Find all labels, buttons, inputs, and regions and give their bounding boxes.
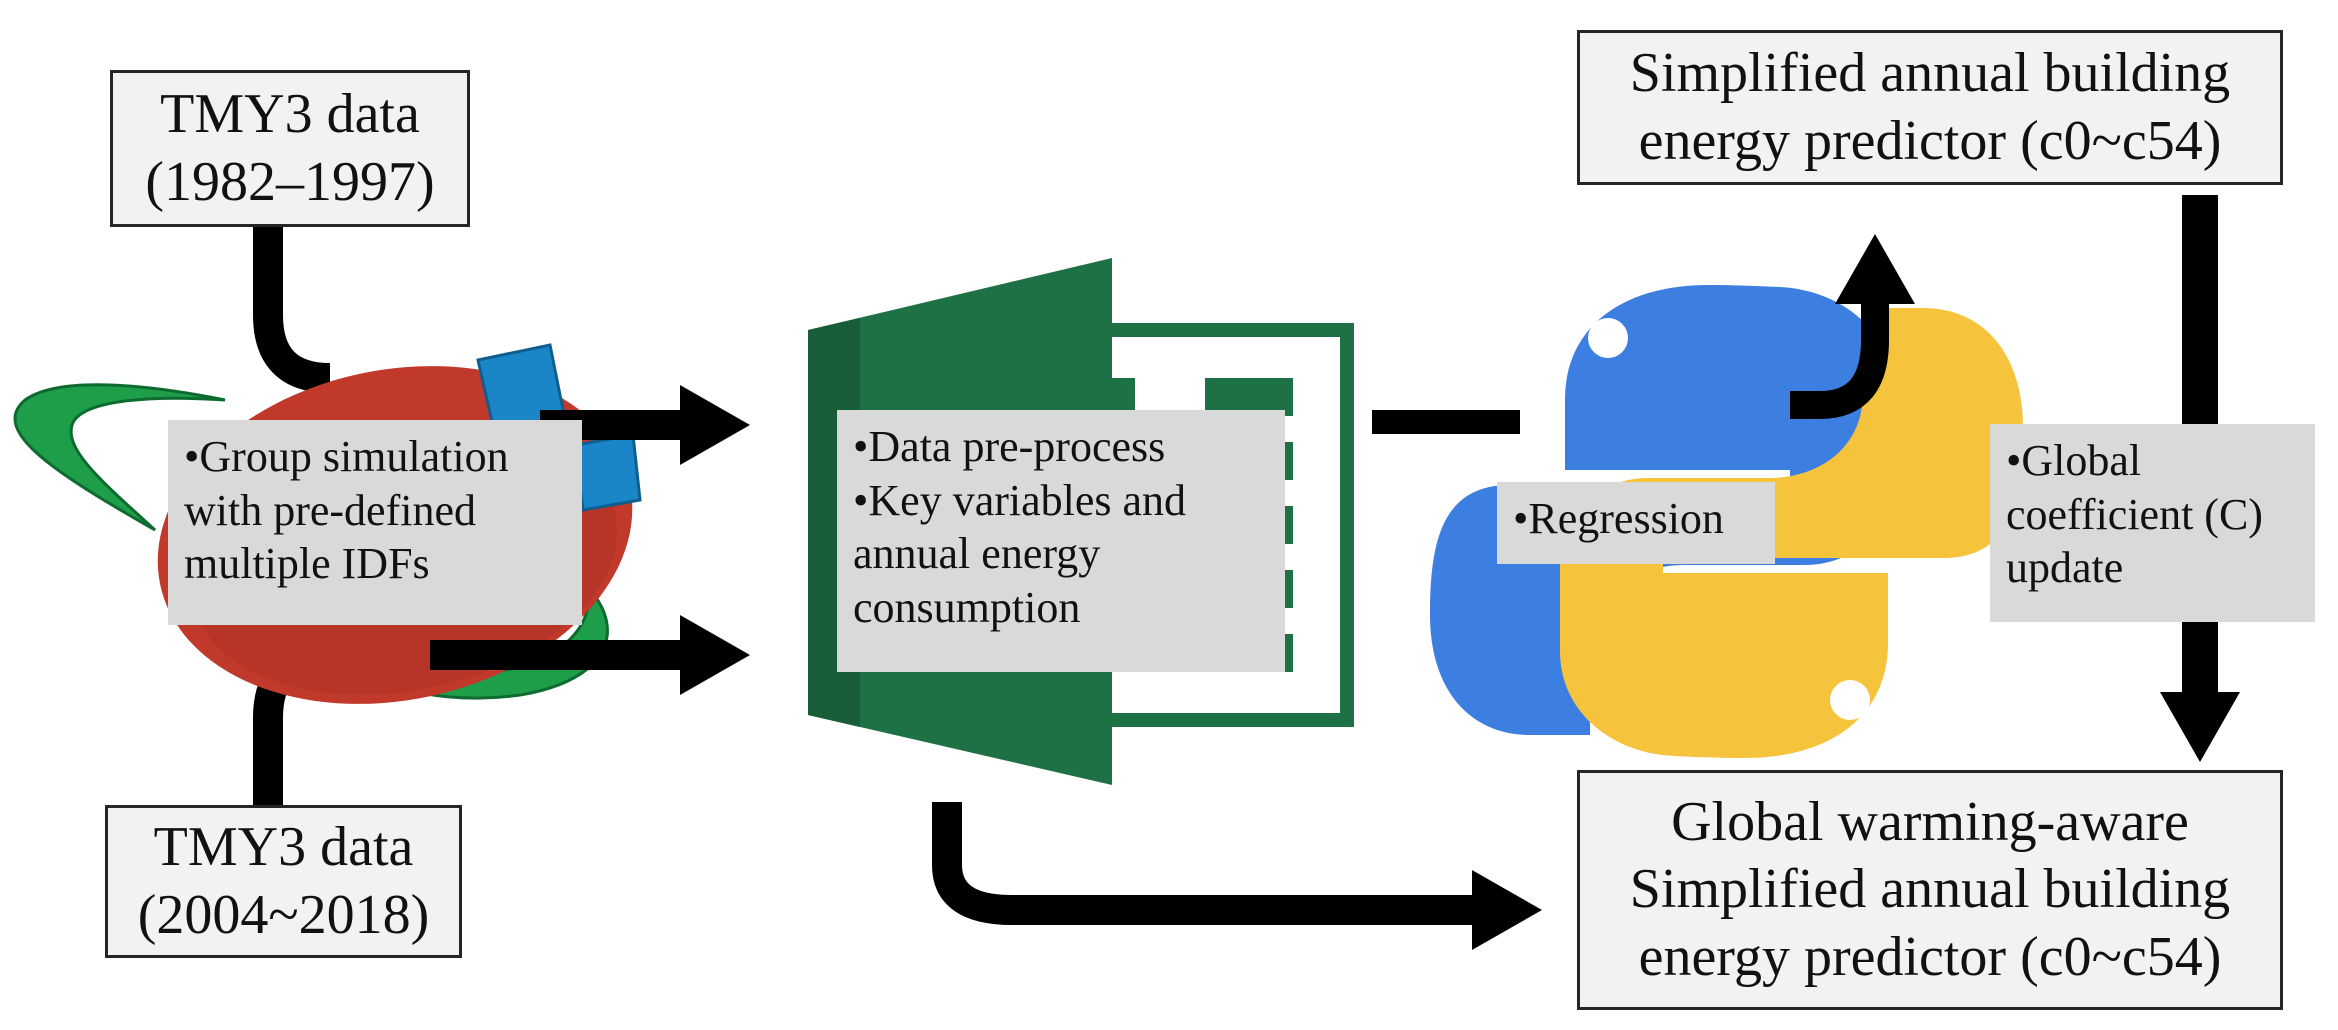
energyplus-blue-cube-bottom xyxy=(573,433,642,512)
global-coefficient-line-1: •Global xyxy=(2006,436,2142,485)
global-predictor-box: Global warming-aware Simplified annual b… xyxy=(1577,770,2283,1010)
arrow-spreadsheet-to-global-predictor xyxy=(932,802,1542,950)
tmy3-recent-line-1: TMY3 data xyxy=(153,816,414,879)
tmy3-recent-line-2: (2004~2018) xyxy=(137,883,430,946)
python-yellow-half xyxy=(1560,308,2023,758)
arrow-python-to-simplified-predictor xyxy=(1790,234,1915,419)
regression-note: •Regression xyxy=(1497,482,1775,564)
simplified-predictor-line-1: Simplified annual building xyxy=(1629,42,2231,105)
global-coefficient-line-3: update xyxy=(2006,543,2124,593)
regression-label: •Regression xyxy=(1513,494,1724,543)
data-preprocess-line-1: •Data pre-process xyxy=(853,422,1166,471)
tmy3-recent-box: TMY3 data (2004~2018) xyxy=(105,805,462,958)
excel-cell xyxy=(1205,378,1293,416)
group-simulation-line-2: with pre-defined xyxy=(184,485,476,535)
group-simulation-line-3: multiple IDFs xyxy=(184,539,430,589)
simplified-predictor-box: Simplified annual building energy predic… xyxy=(1577,30,2283,185)
tmy3-past-line-2: (1982–1997) xyxy=(145,150,435,213)
global-coefficient-note: •Global coefficient (C) update xyxy=(1990,424,2315,622)
energyplus-green-swoosh-left xyxy=(13,383,226,532)
connector-tmy3-past xyxy=(253,225,331,393)
python-yellow-eye xyxy=(1830,680,1870,720)
global-predictor-line-2: Simplified annual building xyxy=(1629,858,2231,921)
tmy3-past-box: TMY3 data (1982–1997) xyxy=(110,70,470,227)
group-simulation-note: •Group simulation with pre-defined multi… xyxy=(168,420,582,625)
data-preprocess-note: •Data pre-process •Key variables and ann… xyxy=(837,410,1285,672)
global-coefficient-line-2: coefficient (C) xyxy=(2006,489,2263,539)
python-blue-eye xyxy=(1588,318,1628,358)
simplified-predictor-line-2: energy predictor (c0~c54) xyxy=(1638,109,2222,172)
group-simulation-line-1: •Group simulation xyxy=(184,432,509,481)
global-predictor-line-1: Global warming-aware xyxy=(1671,791,2189,854)
data-preprocess-line-2: •Key variables and xyxy=(853,475,1187,525)
global-predictor-line-3: energy predictor (c0~c54) xyxy=(1638,925,2222,988)
data-preprocess-line-3: annual energy xyxy=(853,529,1101,579)
tmy3-past-line-1: TMY3 data xyxy=(160,83,420,146)
data-preprocess-line-4: consumption xyxy=(853,583,1081,633)
